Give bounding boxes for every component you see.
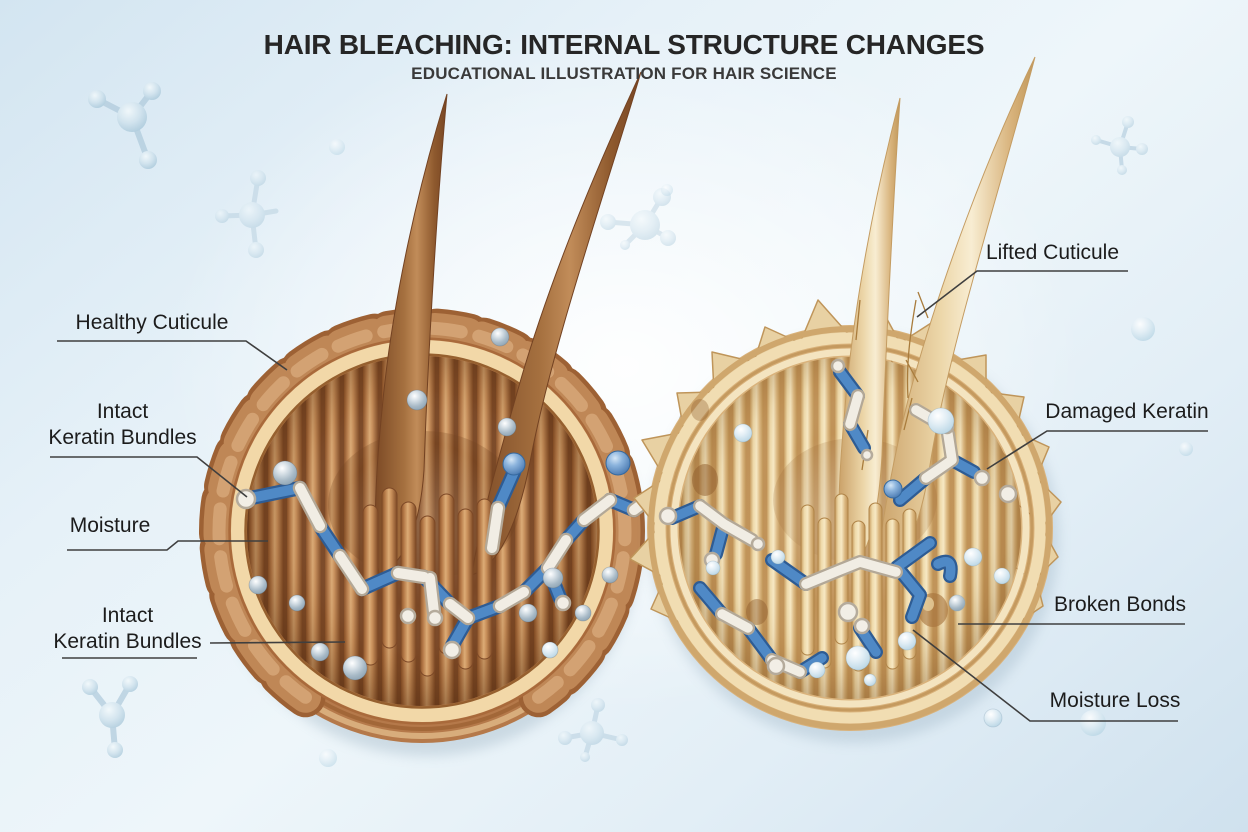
label-lifted-cuticle-text: Lifted Cuticule: [985, 241, 1120, 264]
moisture-pointer: [67, 540, 268, 551]
label-healthy-cuticle-text: Healthy Cuticule: [75, 311, 229, 334]
molecule-icon: [558, 698, 628, 762]
lifted-cuticle-pointer: [916, 270, 1128, 318]
right-cortex-band: [654, 332, 1046, 724]
intact-keratin-upper-pointer: [50, 456, 248, 498]
bleached-hair-shafts: [838, 56, 1036, 579]
background-molecule-decorations: [82, 82, 1193, 767]
label-line: Intact: [101, 604, 154, 627]
label-moisture: Moisture: [50, 513, 170, 539]
broken-bond-fragments: [658, 358, 1018, 679]
label-moisture-loss: Moisture Loss: [1045, 688, 1185, 714]
moisture-loss-pointer: [912, 629, 1178, 722]
label-moisture-text: Moisture: [69, 514, 151, 537]
label-line: Intact: [96, 400, 149, 423]
damaged-keratin-pointer: [986, 430, 1208, 470]
moisture-loss-droplets: [705, 407, 1011, 728]
molecule-icon: [215, 170, 279, 258]
healthy-hair-cross-section: [199, 71, 732, 756]
molecule-icon: [88, 82, 161, 169]
label-damaged-keratin: Damaged Keratin: [1042, 399, 1212, 425]
label-healthy-cuticle: Healthy Cuticule: [57, 310, 247, 336]
label-moisture-loss-text: Moisture Loss: [1049, 689, 1181, 712]
molecule-icon: [1091, 116, 1148, 175]
intact-keratin-lower-pointer: [62, 641, 346, 659]
background-bubbles: [319, 139, 1193, 767]
healthy-cuticle-pointer: [57, 340, 288, 371]
molecule-icon: [82, 676, 138, 758]
label-connectors: [50, 270, 1208, 722]
intact-bond-chain: [235, 450, 716, 660]
label-intact-keratin-bundles-upper: Intact Keratin Bundles: [40, 399, 205, 451]
page-subtitle: EDUCATIONAL ILLUSTRATION FOR HAIR SCIENC…: [411, 64, 837, 83]
label-broken-bonds: Broken Bonds: [1050, 592, 1190, 618]
label-broken-bonds-text: Broken Bonds: [1054, 593, 1186, 616]
label-damaged-keratin-text: Damaged Keratin: [1045, 400, 1209, 423]
page-title: HAIR BLEACHING: INTERNAL STRUCTURE CHANG…: [263, 29, 985, 60]
molecule-icon: [600, 188, 676, 250]
label-line: Keratin Bundles: [48, 426, 197, 449]
bleached-hair-cross-section: [629, 56, 1062, 743]
label-line: Keratin Bundles: [53, 630, 202, 653]
label-intact-keratin-bundles-lower: Intact Keratin Bundles: [45, 603, 210, 655]
label-lifted-cuticle: Lifted Cuticule: [975, 240, 1130, 266]
